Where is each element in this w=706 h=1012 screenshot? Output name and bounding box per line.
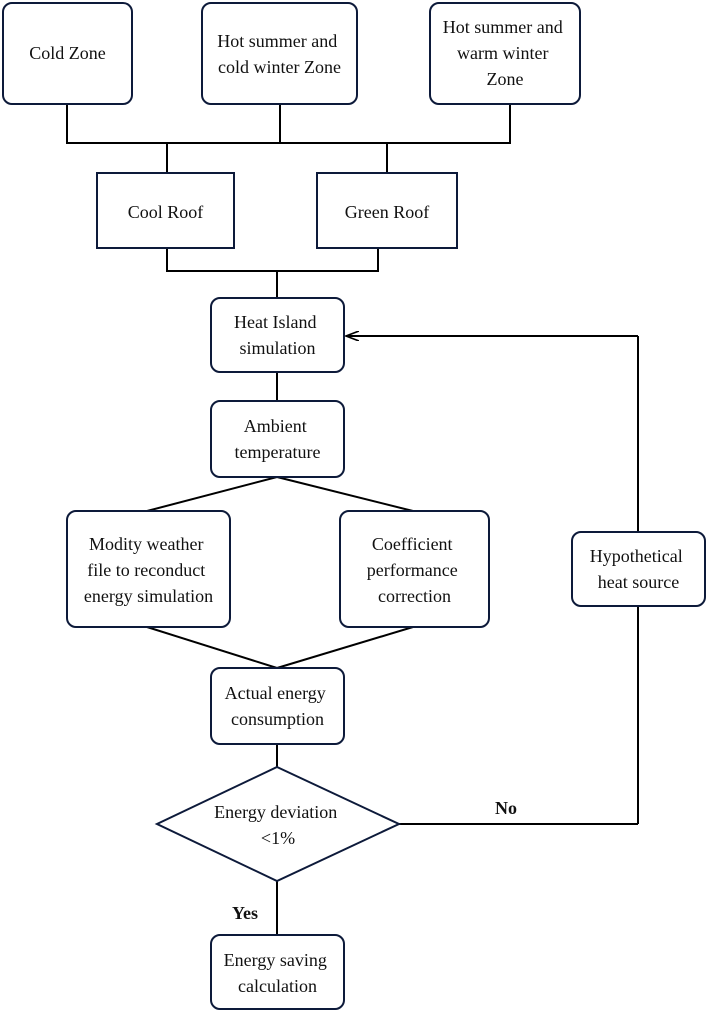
svg-text:Cool Roof: Cool Roof: [128, 202, 204, 222]
node-hot-summer-warm-winter-zone: Hot summer and warm winter Zone: [429, 2, 581, 105]
node-cold-zone: Cold Zone: [2, 2, 133, 105]
node-actual-energy-consumption: Actual energy consumption: [210, 667, 345, 745]
node-box: [201, 2, 358, 105]
svg-text:Ambient temperature: Ambient temperature: [235, 416, 321, 462]
svg-text:Hot summer and warm wint: Hot summer and warm winter Zone: [443, 17, 567, 89]
node-label: calculation: [238, 976, 317, 996]
decision-diamond: [154, 765, 402, 883]
node-box: [210, 934, 345, 1010]
node-label: Heat Island: [234, 312, 316, 332]
node-label: simulation: [240, 338, 316, 358]
svg-text:Heat Island simulation: Heat Island simulation: [234, 312, 321, 358]
node-energy-saving-calculation: Energy saving calculation: [210, 934, 345, 1010]
node-label: correction: [378, 586, 451, 606]
node-label: Hypothetical: [590, 546, 683, 566]
node-label: Energy saving: [224, 950, 327, 970]
node-label: Modity weather: [89, 534, 203, 554]
svg-text:Hypothetical heat source: Hypothetical heat source: [590, 546, 687, 592]
node-box: [96, 172, 235, 249]
node-label: file to reconduct: [87, 560, 205, 580]
node-box: [210, 667, 345, 745]
node-label: Actual energy: [225, 683, 326, 703]
node-label: Coefficient: [372, 534, 453, 554]
node-green-roof: Green Roof: [316, 172, 458, 249]
connector: [146, 476, 278, 512]
node-label: performance: [367, 560, 458, 580]
connectors: [66, 105, 639, 935]
node-coefficient-performance-correction: Coefficient performance correction: [339, 510, 490, 628]
node-box: [316, 172, 458, 249]
node-label: Cold Zone: [29, 43, 106, 63]
connector: [276, 626, 414, 669]
node-cool-roof: Cool Roof: [96, 172, 235, 249]
edge-label-no: No: [495, 798, 517, 818]
node-box: [210, 400, 345, 478]
decision-energy-deviation: Energy deviation <1%: [154, 765, 402, 883]
decision-label: Energy deviation: [214, 802, 337, 822]
svg-text:Cold Zone: Cold Zone: [29, 43, 106, 63]
connector: [276, 476, 414, 512]
node-heat-island-simulation: Heat Island simulation: [210, 297, 345, 373]
connector: [146, 626, 278, 669]
node-label: Ambient: [244, 416, 307, 436]
node-label: temperature: [235, 442, 321, 462]
node-label: Green Roof: [345, 202, 429, 222]
node-modify-weather-file: Modity weather file to reconduct energy …: [66, 510, 231, 628]
node-box: [66, 510, 231, 628]
node-box: [571, 531, 706, 607]
svg-text:Energy deviation <1%: Energy deviation <1%: [214, 802, 342, 848]
decision-label: <1%: [261, 828, 295, 848]
edge-label-yes: Yes: [232, 903, 258, 923]
node-box: [2, 2, 133, 105]
node-label: heat source: [598, 572, 679, 592]
node-hot-summer-cold-winter-zone: Hot summer and cold winter Zone: [201, 2, 358, 105]
node-label: consumption: [231, 709, 324, 729]
node-label: Zone: [487, 69, 524, 89]
svg-text:Actual energy consumptio: Actual energy consumption: [225, 683, 331, 729]
node-box: [429, 2, 581, 105]
node-hypothetical-heat-source: Hypothetical heat source: [571, 531, 706, 607]
node-label: Hot summer and: [443, 17, 563, 37]
node-label: Hot summer and: [217, 31, 337, 51]
node-label: Cool Roof: [128, 202, 204, 222]
svg-text:Hot summer and cold wint: Hot summer and cold winter Zone: [217, 31, 341, 77]
node-ambient-temperature: Ambient temperature: [210, 400, 345, 478]
node-label: warm winter: [457, 43, 548, 63]
svg-text:Green Roof: Green Roof: [345, 202, 429, 222]
svg-text:Energy saving calculatio: Energy saving calculation: [224, 950, 332, 996]
node-label: energy simulation: [84, 586, 213, 606]
node-box: [339, 510, 490, 628]
node-label: cold winter Zone: [218, 57, 341, 77]
svg-text:Modity weather file to r: Modity weather file to reconduct energy …: [84, 534, 213, 606]
svg-text:Coefficient performance: Coefficient performance correction: [367, 534, 462, 606]
node-box: [210, 297, 345, 373]
